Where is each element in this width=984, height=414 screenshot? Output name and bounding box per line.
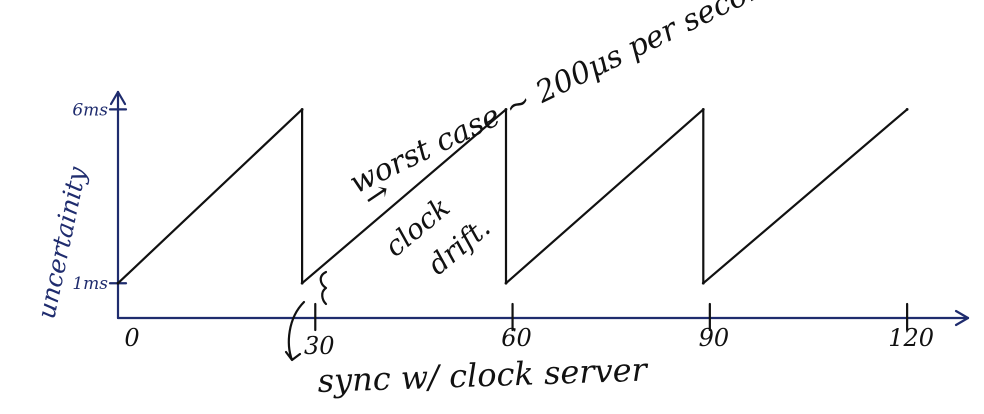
x-tick-label: 120 (888, 324, 934, 352)
series-point (504, 281, 508, 285)
axes (109, 90, 970, 327)
series-point (701, 107, 705, 111)
sync-bracket (319, 270, 328, 306)
y-axis-label: uncertainity (32, 164, 93, 322)
series-point (905, 107, 909, 111)
y-axis-arrow-left (109, 90, 120, 106)
y-axis-arrow-right (116, 90, 127, 106)
x-tick-label: 30 (304, 332, 335, 360)
chart-title: worst case ~ 200μs per second. (344, 0, 796, 201)
x-axis-arrow-bottom (954, 316, 970, 327)
x-tick-label: 60 (501, 324, 532, 352)
sync-note: sync w/ clock server (317, 350, 649, 400)
series-layer (116, 107, 909, 285)
x-tick-label: 90 (699, 324, 730, 352)
series-point (116, 281, 120, 285)
y-ticks: 1ms 6ms (72, 100, 128, 294)
series-point (300, 281, 304, 285)
x-tick-label: 0 (124, 324, 139, 352)
y-tick-label: 6ms (72, 100, 108, 120)
series-point (701, 281, 705, 285)
series-point (300, 107, 304, 111)
series-point (504, 107, 508, 111)
x-axis-arrow-top (954, 309, 970, 320)
sync-pointer (284, 300, 306, 362)
y-tick-label: 1ms (72, 274, 108, 294)
x-ticks: 0 30 60 90 120 (124, 302, 934, 360)
series-line (116, 108, 909, 285)
